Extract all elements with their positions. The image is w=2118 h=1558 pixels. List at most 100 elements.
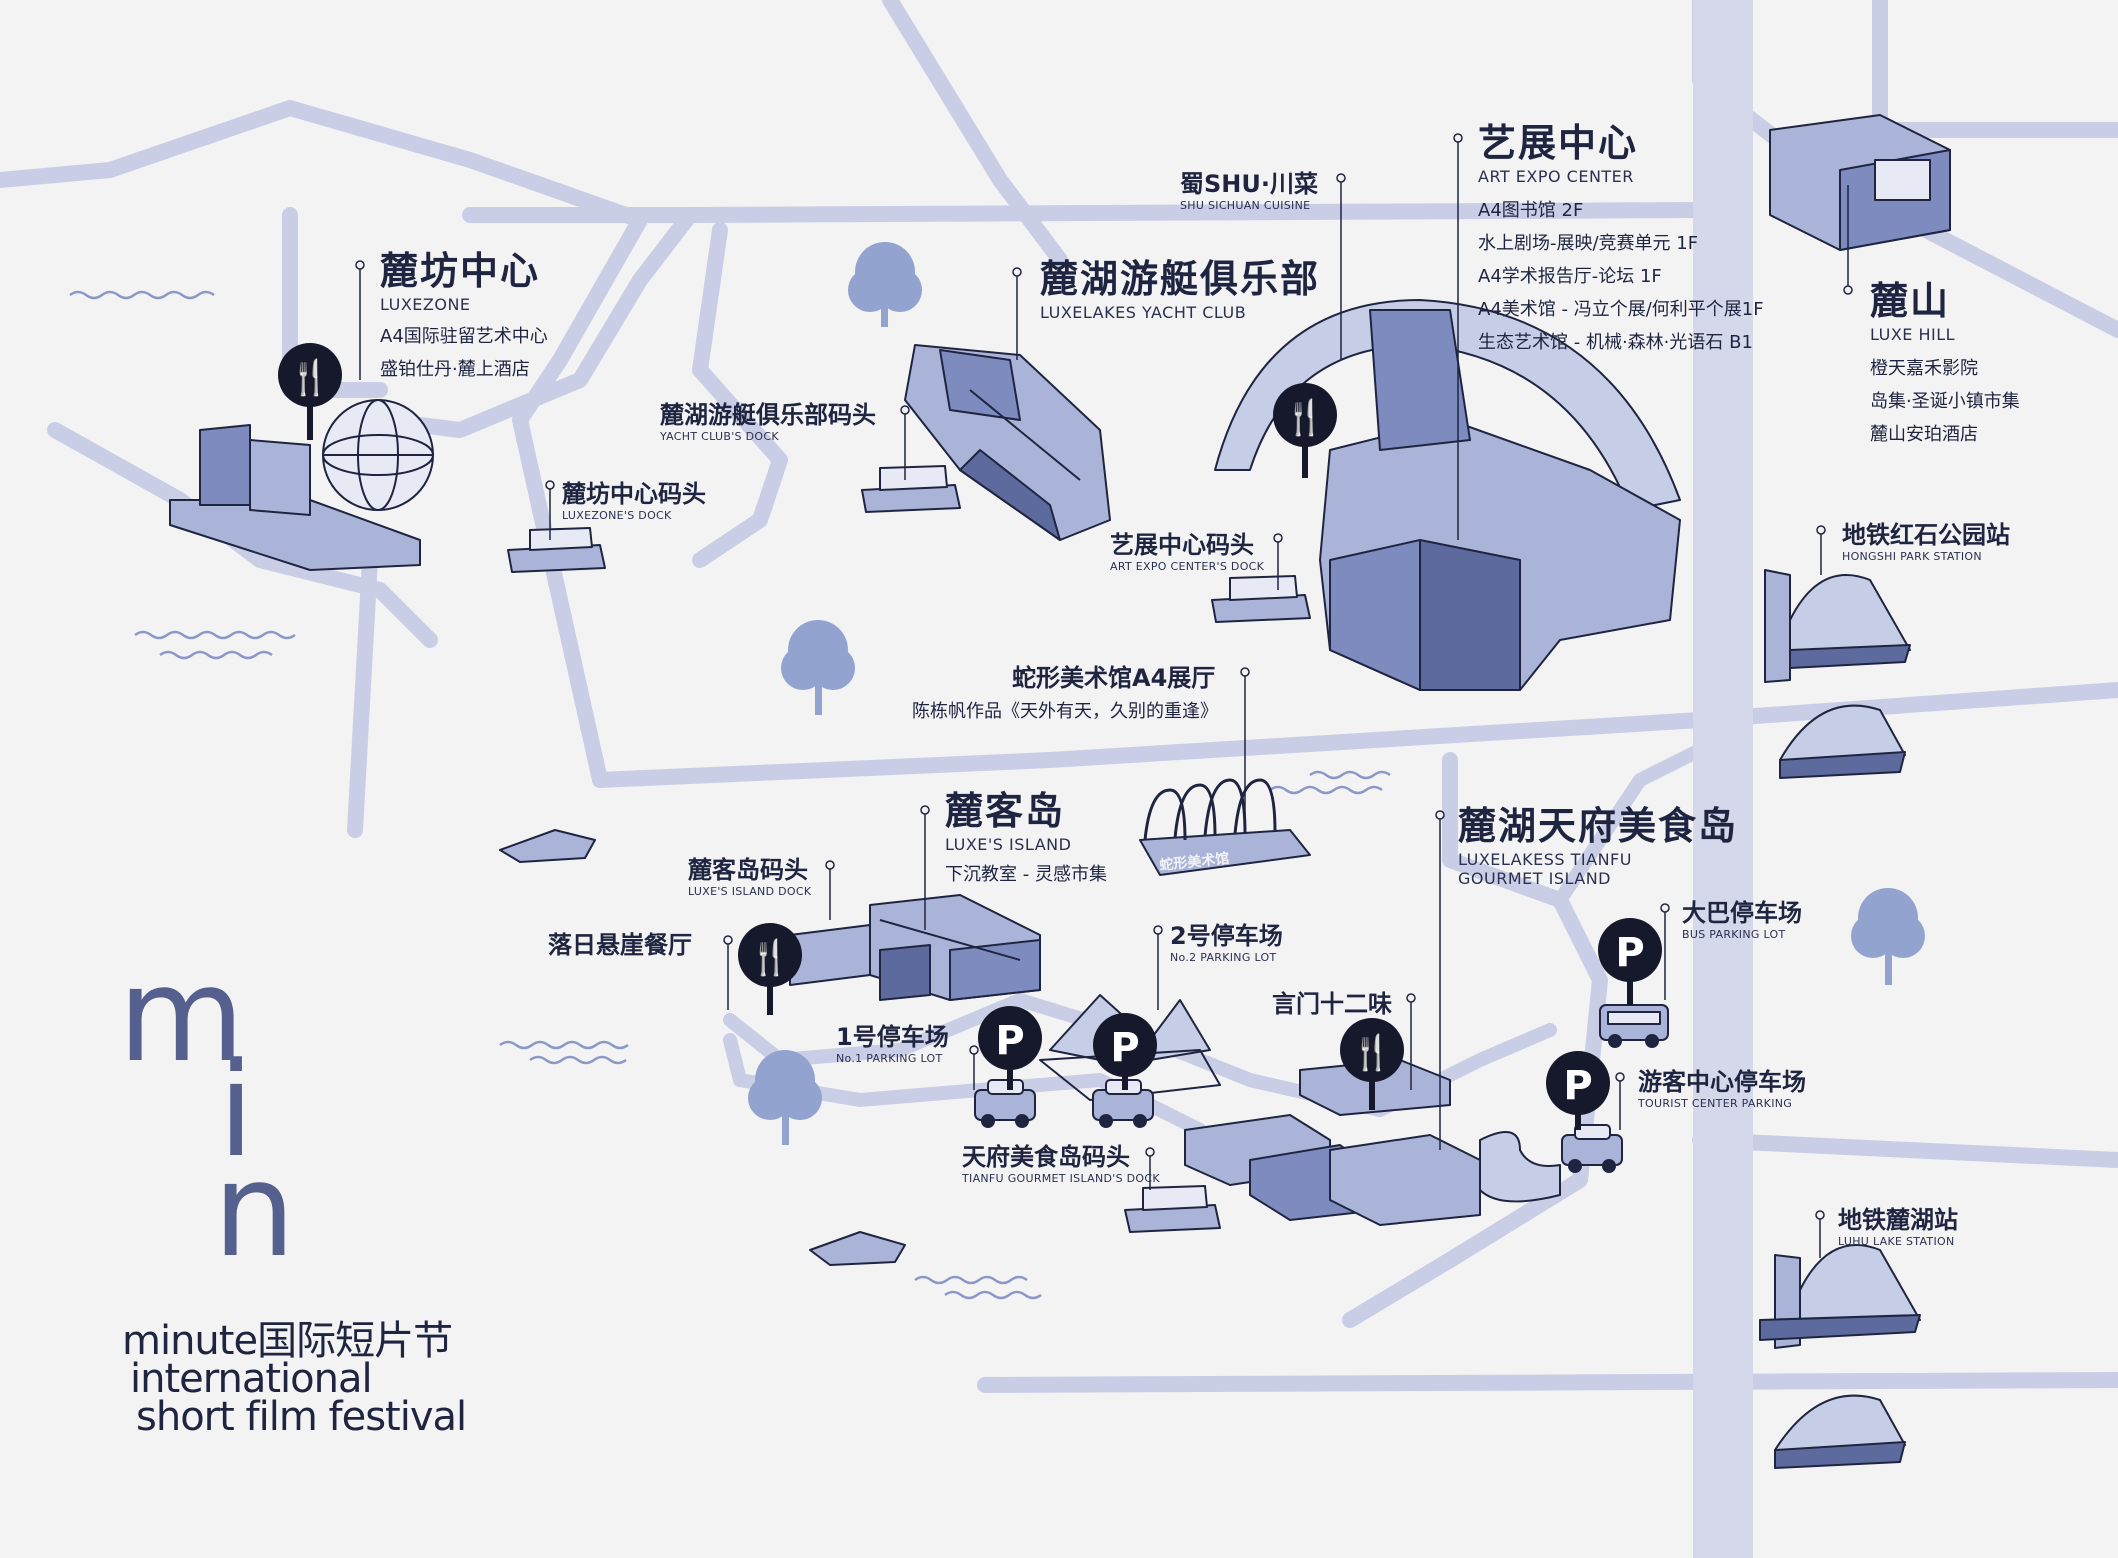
place-name-en: TIANFU GOURMET ISLAND'S DOCK <box>962 1172 1160 1185</box>
label-luxe-hill[interactable]: 麓山 LUXE HILL 橙天嘉禾影院 岛集·圣诞小镇市集 麓山安珀酒店 <box>1870 270 2020 451</box>
label-luxezone[interactable]: 麓坊中心 LUXEZONE A4国际驻留艺术中心 盛铂仕丹·麓上酒店 <box>380 240 548 386</box>
place-name-en: SHU SICHUAN CUISINE <box>1180 199 1311 212</box>
place-name-en: LUXE'S ISLAND <box>945 835 1072 854</box>
label-yanmen[interactable]: 言门十二味 <box>1272 984 1392 1019</box>
logo-letter-m: m <box>118 939 245 1091</box>
building-luxe-hill <box>1769 114 1951 251</box>
building-yacht-club <box>904 344 1111 541</box>
restaurant-pin-shu[interactable]: 🍴 <box>1273 383 1337 478</box>
road-network <box>0 0 2118 1393</box>
speedboat <box>809 1231 906 1266</box>
road-north-diagonal <box>882 0 1068 268</box>
detail-line: 水上剧场-展映/竞赛单元 1F <box>1478 233 1699 254</box>
detail-line: A4学术报告厅-论坛 1F <box>1478 266 1662 287</box>
place-name-en: LUXELAKES YACHT CLUB <box>1040 303 1247 322</box>
label-shu[interactable]: 蜀SHU·川菜 SHU SICHUAN CUISINE <box>1180 164 1318 212</box>
place-name: 1号停车场 <box>836 1023 949 1051</box>
label-luxe-island[interactable]: 麓客岛 LUXE'S ISLAND 下沉教室 - 灵感市集 <box>945 780 1107 891</box>
place-name: 蛇形美术馆A4展厅 <box>1012 664 1216 692</box>
road-vertical-w <box>347 552 378 838</box>
label-serpentine[interactable]: 蛇形美术馆A4展厅 陈栋帆作品《天外有天，久别的重逢》 <box>912 658 1218 728</box>
restaurant-pin-yanmen[interactable]: 🍴 <box>1340 1018 1404 1110</box>
parking-icon: P <box>1615 930 1644 976</box>
road-bottom <box>977 1372 2118 1393</box>
label-hongshi-station[interactable]: 地铁红石公园站 HONGSHI PARK STATION <box>1842 515 2010 563</box>
place-name: 麓坊中心码头 <box>562 480 706 508</box>
festival-logo: m i n <box>118 939 348 1286</box>
car-icon <box>974 1079 1036 1128</box>
place-name-en: LUXEZONE'S DOCK <box>562 509 672 522</box>
label-sunset-restaurant[interactable]: 落日悬崖餐厅 <box>548 925 692 960</box>
place-name: 麓湖游艇俱乐部码头 <box>660 401 876 429</box>
label-yacht-dock[interactable]: 麓湖游艇俱乐部码头 YACHT CLUB'S DOCK <box>660 395 876 443</box>
place-name-en: LUXEZONE <box>380 295 471 314</box>
place-name: 言门十二味 <box>1272 990 1392 1018</box>
label-tourist-parking[interactable]: 游客中心停车场 TOURIST CENTER PARKING <box>1638 1062 1806 1110</box>
place-name: 大巴停车场 <box>1682 899 1802 927</box>
label-luxezone-dock[interactable]: 麓坊中心码头 LUXEZONE'S DOCK <box>562 474 706 522</box>
wordmark-line-3: short film festival <box>136 1394 467 1440</box>
detail-line: 盛铂仕丹·麓上酒店 <box>380 359 530 380</box>
label-art-expo[interactable]: 艺展中心 ART EXPO CENTER A4图书馆 2F 水上剧场-展映/竞赛… <box>1478 112 1764 359</box>
road-loop <box>512 212 648 788</box>
boat-luxezone-dock <box>507 527 606 573</box>
wave <box>1309 770 1391 780</box>
detail-line: 生态艺术馆 - 机械·森林·光语石 B1 <box>1478 332 1753 353</box>
place-name: 蜀SHU·川菜 <box>1180 170 1318 198</box>
restaurant-pin-luxezone[interactable]: 🍴 <box>278 343 342 440</box>
parking-pin-1[interactable]: P <box>978 1006 1042 1090</box>
logo-letter-n: n <box>213 1134 296 1286</box>
parking-pin-tourist[interactable]: P <box>1546 1051 1610 1130</box>
speedboat <box>499 829 596 863</box>
label-yacht-club[interactable]: 麓湖游艇俱乐部 LUXELAKES YACHT CLUB <box>1040 248 1320 322</box>
buildings <box>169 114 1951 1469</box>
place-name: 麓客岛码头 <box>688 856 808 884</box>
road-east-spur <box>1692 1132 2118 1168</box>
place-name: 麓山 <box>1870 279 1951 323</box>
place-name: 麓湖天府美食岛 <box>1458 804 1739 848</box>
parking-icon: P <box>1563 1063 1592 1109</box>
road-inner <box>692 222 788 568</box>
road-lower-east <box>1342 752 1608 1328</box>
place-name: 麓坊中心 <box>380 249 541 293</box>
label-luxe-island-dock[interactable]: 麓客岛码头 LUXE'S ISLAND DOCK <box>688 850 811 898</box>
label-parking-2[interactable]: 2号停车场 No.2 PARKING LOT <box>1170 916 1283 964</box>
road-west-3 <box>47 422 438 648</box>
restaurant-icon: 🍴 <box>289 358 331 398</box>
detail-line: A4图书馆 2F <box>1478 200 1584 221</box>
parking-pin-2[interactable]: P <box>1093 1013 1157 1090</box>
label-parking-1[interactable]: 1号停车场 No.1 PARKING LOT <box>836 1017 949 1065</box>
building-luxezone <box>169 399 434 571</box>
restaurant-pin-sunset[interactable]: 🍴 <box>738 923 802 1015</box>
tree-icon <box>848 242 922 327</box>
place-name-en: YACHT CLUB'S DOCK <box>660 430 779 443</box>
car-icon <box>1561 1124 1623 1173</box>
label-tianfu[interactable]: 麓湖天府美食岛 LUXELAKESS TIANFU GOURMET ISLAND <box>1458 795 1738 888</box>
place-name: 落日悬崖餐厅 <box>548 931 692 959</box>
detail-line: 下沉教室 - 灵感市集 <box>945 864 1107 885</box>
place-details: 橙天嘉禾影院 岛集·圣诞小镇市集 麓山安珀酒店 <box>1870 352 2020 451</box>
place-name: 2号停车场 <box>1170 922 1283 950</box>
road-west-1 <box>0 100 648 228</box>
place-name: 地铁红石公园站 <box>1842 521 2010 549</box>
restaurant-icon: 🍴 <box>1284 398 1326 438</box>
wave <box>69 290 215 300</box>
place-name: 艺展中心码头 <box>1110 531 1254 559</box>
place-details: A4图书馆 2F 水上剧场-展映/竞赛单元 1F A4学术报告厅-论坛 1F A… <box>1478 194 1764 359</box>
boat-tianfu-dock <box>1124 1185 1221 1233</box>
building-gourmet-island <box>1184 1059 1561 1226</box>
building-hongshi-station <box>1764 569 1911 779</box>
boat-art-expo-dock <box>1211 575 1311 623</box>
parking-pin-bus[interactable]: P <box>1598 918 1662 1005</box>
label-bus-parking[interactable]: 大巴停车场 BUS PARKING LOT <box>1682 893 1802 941</box>
place-name: 艺展中心 <box>1478 121 1639 165</box>
place-name: 麓湖游艇俱乐部 <box>1040 257 1321 301</box>
label-art-expo-dock[interactable]: 艺展中心码头 ART EXPO CENTER'S DOCK <box>1110 525 1264 573</box>
place-details: A4国际驻留艺术中心 盛铂仕丹·麓上酒店 <box>380 320 548 386</box>
detail-line: 岛集·圣诞小镇市集 <box>1870 391 2020 412</box>
wave <box>914 1275 1028 1285</box>
label-luhu-station[interactable]: 地铁麓湖站 LUHU LAKE STATION <box>1838 1200 1958 1248</box>
wave <box>134 630 296 640</box>
label-tianfu-dock[interactable]: 天府美食岛码头 TIANFU GOURMET ISLAND'S DOCK <box>962 1137 1160 1185</box>
detail-line: 陈栋帆作品《天外有天，久别的重逢》 <box>912 701 1218 722</box>
